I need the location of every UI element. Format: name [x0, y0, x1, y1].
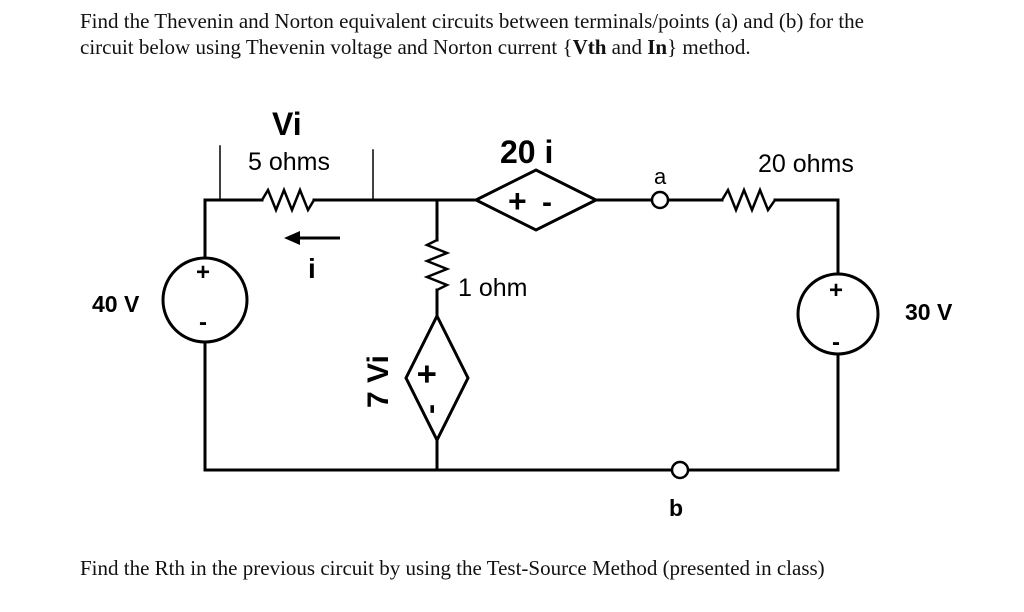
dep-vcvs-label: 7 Vi: [362, 355, 395, 408]
terminal-a: [650, 190, 670, 210]
wire-left-bottom: [203, 340, 840, 472]
problem-line-2-pre: circuit below using Thevenin voltage and…: [80, 35, 573, 59]
r1-label: 5 ohms: [248, 148, 330, 176]
dependent-voltage-source-7vi: [404, 312, 470, 444]
dep-vcvs-minus: -: [414, 404, 447, 414]
node-b-label: b: [669, 495, 683, 521]
resistor-5-ohms: [260, 186, 316, 214]
dep-voltage-label: 20 i: [500, 134, 553, 170]
problem-line-2: circuit below using Thevenin voltage and…: [80, 34, 980, 60]
current-arrow-head: [284, 231, 300, 245]
r3-label: 20 ohms: [758, 150, 854, 178]
vth-term: Vth: [572, 35, 607, 59]
source-left-plus: +: [196, 259, 210, 286]
node-a-label: a: [654, 164, 667, 189]
dependent-voltage-source-20i: [472, 168, 600, 232]
source-left-label: 40 V: [92, 291, 140, 317]
source-left-minus: -: [199, 309, 207, 336]
problem-statement: Find the Thevenin and Norton equivalent …: [80, 8, 980, 60]
vi-label: Vi: [272, 106, 302, 142]
problem-line-1: Find the Thevenin and Norton equivalent …: [80, 9, 864, 33]
voltage-source-40v: [161, 256, 249, 344]
problem-line-2-and: and: [606, 35, 648, 59]
terminal-b: [670, 460, 690, 480]
in-term: In: [647, 35, 668, 59]
source-right-label: 30 V: [905, 299, 953, 325]
dep-voltage-minus: -: [542, 186, 552, 219]
resistor-20-ohms: [720, 186, 777, 214]
r2-label: 1 ohm: [458, 274, 527, 302]
resistor-1-ohm: [423, 238, 451, 292]
footer-note: Find the Rth in the previous circuit by …: [80, 556, 825, 580]
wire-left-top: [203, 198, 264, 260]
dep-voltage-plus: +: [508, 183, 527, 219]
source-right-minus: -: [832, 329, 840, 356]
problem-line-2-post: } method.: [667, 35, 751, 59]
wire-right-top: [773, 198, 840, 288]
current-label: i: [308, 253, 316, 284]
source-right-plus: +: [829, 277, 843, 304]
dep-vcvs-plus: +: [408, 364, 446, 384]
voltage-source-30v: [796, 272, 880, 356]
